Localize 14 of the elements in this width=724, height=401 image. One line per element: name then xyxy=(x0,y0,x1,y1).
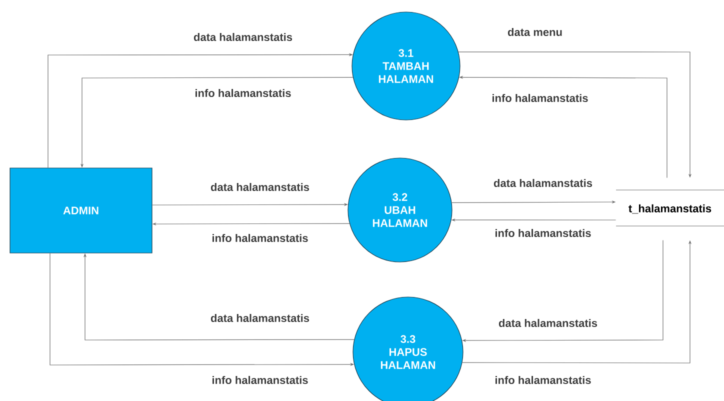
edge-label: info halamanstatis xyxy=(194,88,292,98)
edge-label: data halamanstatis xyxy=(492,178,594,188)
edge-label: data halamanstatis xyxy=(497,318,599,328)
data-store: t_halamanstatis xyxy=(616,190,724,226)
edge-label: data menu xyxy=(506,26,564,38)
edge-label: data halamanstatis xyxy=(192,32,294,42)
edge-label: data halamanstatis xyxy=(210,182,311,192)
edge-label: info halamanstatis xyxy=(494,374,592,386)
edge-label: data halamanstatis xyxy=(210,312,311,324)
edge-label: info halamanstatis xyxy=(494,228,592,238)
edge-label: info halamanstatis xyxy=(490,92,590,104)
edge-label: info halamanstatis xyxy=(210,232,310,244)
edge-label: info halamanstatis xyxy=(210,374,310,386)
entity-box: ADMIN xyxy=(10,168,152,254)
